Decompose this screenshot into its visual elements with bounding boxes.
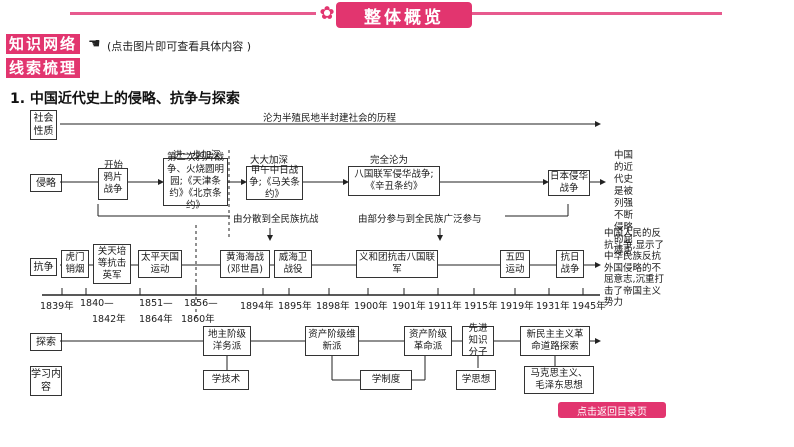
stage-label-deepen: 进一步加深 <box>173 150 221 161</box>
section-title: 1. 中国近代史上的侵略、抗争与探索 <box>10 91 240 107</box>
society-text: 沦为半殖民地半封建社会的历程 <box>263 113 397 124</box>
learn-thought-box: 学思想 <box>456 370 496 390</box>
japan-invasion-box: 日本侵华战争 <box>548 170 590 196</box>
may-fourth-box: 五四运动 <box>500 250 530 278</box>
anti-japanese-war-box: 抗日战争 <box>556 250 584 278</box>
aggression-right-note: 中国的近代史是被列强不断侵略的屈辱史 <box>614 150 634 257</box>
year-1864: 1864年 <box>139 314 173 325</box>
row-label-study: 学习内容 <box>30 366 62 396</box>
learn-system-box: 学制度 <box>360 370 412 390</box>
year-1860: 1860年 <box>181 314 215 325</box>
clue-outline-tag: 线索梳理 <box>6 58 81 78</box>
year-1840: 1840— <box>80 298 114 309</box>
year-1895: 1895年 <box>278 301 312 312</box>
marxism-box: 马克思主义、毛泽东思想 <box>524 366 594 394</box>
pointing-hand-icon: ☚ <box>88 36 101 52</box>
eight-nation-alliance-box: 八国联军侵华战争;《辛丑条约》 <box>348 166 440 196</box>
year-1898: 1898年 <box>316 301 350 312</box>
year-1851: 1851— <box>139 298 173 309</box>
year-1919: 1919年 <box>500 301 534 312</box>
stage-label-greatly-deepen: 大大加深 <box>250 155 289 166</box>
revolutionaries-box: 资产阶级革命派 <box>404 326 452 356</box>
year-1931: 1931年 <box>536 301 570 312</box>
year-1911: 1911年 <box>428 301 462 312</box>
note-partial-to-broad: 由部分参与到全民族广泛参与 <box>358 214 482 225</box>
reformists-box: 资产阶级维新派 <box>305 326 359 356</box>
row-label-society: 社会性质 <box>30 110 57 140</box>
stage-label-fully: 完全沦为 <box>370 155 409 166</box>
knowledge-network-tag: 知识网络 <box>6 34 81 54</box>
year-1901: 1901年 <box>392 301 426 312</box>
row-label-aggression: 侵略 <box>30 174 62 192</box>
banner-line-right <box>472 12 722 15</box>
row-label-struggle: 抗争 <box>30 258 57 276</box>
opium-war-box: 鸦片战争 <box>98 168 128 200</box>
year-1856: 1856— <box>184 298 218 309</box>
year-1842: 1842年 <box>92 314 126 325</box>
new-democratic-box: 新民主主义革命道路探索 <box>520 326 590 356</box>
year-1900: 1900年 <box>354 301 388 312</box>
year-1894: 1894年 <box>240 301 274 312</box>
humen-box: 虎门销烟 <box>61 250 89 278</box>
struggle-right-note: 中国人民的反抗斗争,显示了中华民族反抗外国侵略的不屈意志,沉重打击了帝国主义势力 <box>604 228 665 308</box>
banner-line-left <box>70 12 316 15</box>
page-title: 整体概览 <box>336 2 472 28</box>
intellectuals-box: 先进知识分子 <box>462 323 494 358</box>
second-opium-war-box: 第二次鸦片战争、火烧圆明园;《天津条约》《北京条约》 <box>163 152 228 211</box>
year-1915: 1915年 <box>464 301 498 312</box>
return-to-toc-button[interactable]: 点击返回目录页 <box>558 402 666 418</box>
flower-icon: ✿ <box>319 3 335 24</box>
sino-japanese-war-box: 甲午中日战争;《马关条约》 <box>246 165 303 200</box>
guan-tianpei-box: 关天培等抗击英军 <box>93 244 131 284</box>
westernization-box: 地主阶级洋务派 <box>203 326 251 356</box>
weihaiwei-box: 威海卫战役 <box>274 250 312 278</box>
yellow-sea-battle-box: 黄海海战(邓世昌) <box>220 250 270 278</box>
note-decentralized-to-national: 由分散到全民族抗战 <box>233 214 319 225</box>
learn-technology-box: 学技术 <box>203 370 249 390</box>
year-1839: 1839年 <box>40 301 74 312</box>
hint-text: (点击图片即可查看具体内容 ) <box>107 40 252 53</box>
boxer-box: 义和团抗击八国联军 <box>356 250 438 278</box>
taiping-box: 太平天国运动 <box>138 250 182 278</box>
stage-label-start: 开始 <box>104 160 124 171</box>
year-1945: 1945年 <box>572 301 606 312</box>
row-label-explore: 探索 <box>30 333 62 351</box>
